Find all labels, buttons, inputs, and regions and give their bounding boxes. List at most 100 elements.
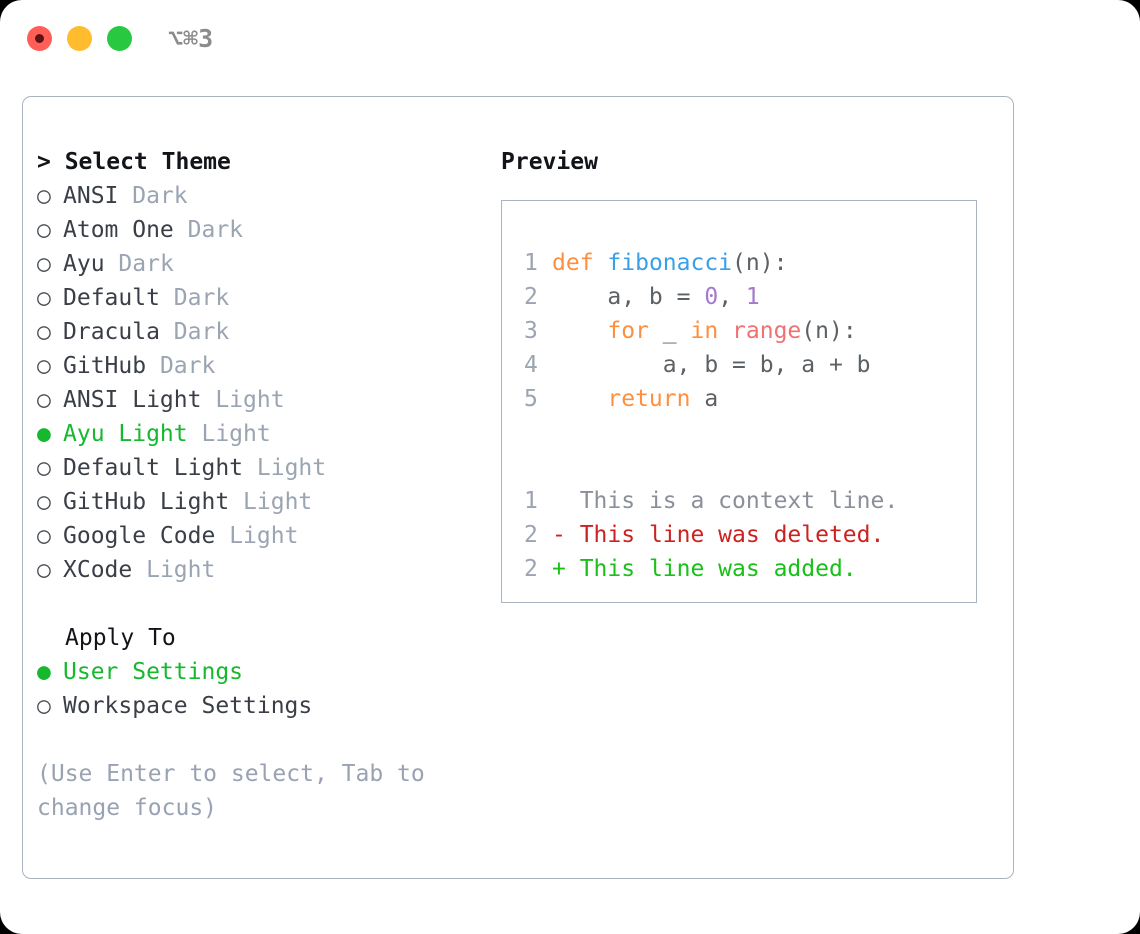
radio-selected-icon: ● xyxy=(37,421,51,447)
theme-item-ayu[interactable]: ○ Ayu Dark xyxy=(37,247,487,281)
theme-list: ○ANSI Dark○Atom One Dark○Ayu Dark○Defaul… xyxy=(37,179,487,587)
theme-item-variant: Light xyxy=(229,523,299,549)
theme-item-label: GitHub xyxy=(63,353,147,379)
theme-item-ayu-light[interactable]: ● Ayu Light Light xyxy=(37,417,487,451)
code-line: 5 return a xyxy=(502,382,976,416)
radio-unselected-icon: ○ xyxy=(37,693,51,719)
code-token: fibonacci xyxy=(607,250,733,276)
radio-unselected-icon: ○ xyxy=(37,387,51,413)
theme-item-variant: Light xyxy=(201,421,271,447)
line-number: 1 xyxy=(524,250,538,276)
code-token xyxy=(718,318,732,344)
line-number: 4 xyxy=(524,352,538,378)
theme-item-label: ANSI xyxy=(63,183,119,209)
code-spacer xyxy=(502,416,976,450)
theme-item-variant: Light xyxy=(215,387,285,413)
label-spacer xyxy=(132,557,146,583)
select-theme-header: > Select Theme xyxy=(37,149,231,175)
theme-item-variant: Dark xyxy=(173,285,230,311)
apply-to-item-workspace-settings[interactable]: ○ Workspace Settings xyxy=(37,689,487,723)
theme-item-variant: Light xyxy=(243,489,313,515)
code-token xyxy=(552,318,607,344)
apply-to-list: ● User Settings ○ Workspace Settings xyxy=(37,655,487,723)
label-spacer xyxy=(243,455,257,481)
preview-title: Preview xyxy=(501,149,598,175)
apply-to-header: Apply To xyxy=(65,625,176,651)
line-number: 2 xyxy=(524,284,538,310)
diff-text: This line was added. xyxy=(579,556,857,582)
theme-item-dracula[interactable]: ○ Dracula Dark xyxy=(37,315,487,349)
label-spacer xyxy=(160,285,174,311)
theme-item-variant: Light xyxy=(256,455,327,481)
code-token: (n): xyxy=(801,318,857,344)
theme-item-label: Default xyxy=(63,285,160,311)
radio-unselected-icon: ○ xyxy=(37,455,51,481)
code-line: 3 for _ in range(n): xyxy=(502,314,976,348)
theme-item-atom-one[interactable]: ○ Atom One Dark xyxy=(37,213,487,247)
line-number: 2 xyxy=(524,522,538,548)
theme-item-google-code[interactable]: ○Google Code Light xyxy=(37,519,487,553)
code-token: a, b = b, a + b xyxy=(552,352,871,378)
theme-item-label: XCode xyxy=(63,557,133,583)
theme-item-default[interactable]: ○Default Dark xyxy=(37,281,487,315)
code-token: 1 xyxy=(745,284,760,310)
apply-to-item-label: Workspace Settings xyxy=(63,693,313,719)
line-number: 2 xyxy=(524,556,538,582)
theme-item-default-light[interactable]: ○ Default Light Light xyxy=(37,451,487,485)
theme-item-ansi-light[interactable]: ○ ANSI Light Light xyxy=(37,383,487,417)
line-number: 1 xyxy=(524,488,538,514)
code-token: a xyxy=(690,386,719,412)
recording-indicator-icon xyxy=(35,34,44,43)
theme-item-label: Default Light xyxy=(63,455,244,481)
theme-item-label: ANSI Light xyxy=(63,387,202,413)
code-token: range xyxy=(732,318,802,344)
diff-marker xyxy=(552,488,580,514)
maximize-window-button[interactable] xyxy=(107,26,132,51)
minimize-window-button[interactable] xyxy=(67,26,92,51)
radio-unselected-icon: ○ xyxy=(37,353,51,379)
code-token: , xyxy=(718,284,746,310)
title-bar: ⌥⌘3 xyxy=(0,0,1140,78)
radio-unselected-icon: ○ xyxy=(37,557,51,583)
line-number: 3 xyxy=(524,318,538,344)
apply-to-item-user-settings[interactable]: ● User Settings xyxy=(37,655,487,689)
theme-item-label: Ayu Light xyxy=(63,421,188,447)
label-spacer xyxy=(174,217,188,243)
code-token: in xyxy=(690,318,719,344)
radio-unselected-icon: ○ xyxy=(37,523,51,549)
code-token: def xyxy=(552,250,594,276)
radio-unselected-icon: ○ xyxy=(37,217,51,243)
label-spacer xyxy=(188,421,202,447)
radio-unselected-icon: ○ xyxy=(37,319,51,345)
radio-unselected-icon: ○ xyxy=(37,251,51,277)
diff-line-ctx: 1 This is a context line. xyxy=(502,484,976,518)
keyboard-shortcut-label: ⌥⌘3 xyxy=(168,24,214,53)
theme-item-label: GitHub Light xyxy=(63,489,230,515)
code-token: _ xyxy=(648,318,691,344)
keyboard-hint-text: (Use Enter to select, Tab to change focu… xyxy=(37,761,425,821)
theme-selector-column: > Select Theme ○ANSI Dark○Atom One Dark○… xyxy=(37,145,487,825)
diff-marker: - xyxy=(552,522,580,548)
code-token xyxy=(552,386,607,412)
code-spacer-2 xyxy=(502,450,976,484)
theme-item-variant: Dark xyxy=(187,217,244,243)
theme-item-xcode[interactable]: ○XCode Light xyxy=(37,553,487,587)
theme-item-label: Ayu xyxy=(63,251,105,277)
theme-item-variant: Dark xyxy=(118,251,174,277)
diff-line-del: 2- This line was deleted. xyxy=(502,518,976,552)
theme-item-github[interactable]: ○GitHub Dark xyxy=(37,349,487,383)
theme-item-variant: Dark xyxy=(173,319,230,345)
radio-selected-icon: ● xyxy=(37,659,51,685)
apply-to-item-label: User Settings xyxy=(63,659,244,685)
theme-item-ansi[interactable]: ○ANSI Dark xyxy=(37,179,487,213)
theme-item-label: Dracula xyxy=(63,319,160,345)
theme-item-github-light[interactable]: ○GitHub Light Light xyxy=(37,485,487,519)
label-spacer xyxy=(105,251,119,277)
code-line: 4 a, b = b, a + b xyxy=(502,348,976,382)
code-token xyxy=(594,250,608,276)
theme-item-label: Atom One xyxy=(63,217,174,243)
